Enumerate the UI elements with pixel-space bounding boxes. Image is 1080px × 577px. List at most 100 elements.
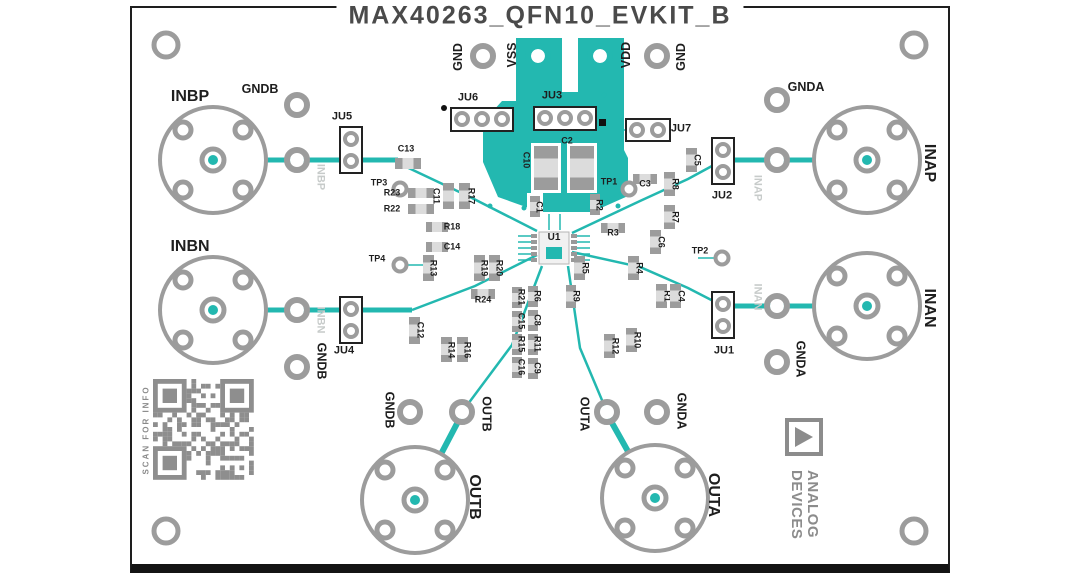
testpoint-label-tp2: TP2 (691, 245, 709, 256)
component-c9-body (528, 358, 538, 379)
pad-label-gnd-right: GND (673, 43, 688, 71)
component-c2-body (570, 146, 594, 190)
board-pads (284, 43, 790, 425)
refdes-c2: C2 (561, 135, 573, 146)
connector-label-inbn: INBN (170, 238, 210, 255)
pad-label-outb: OUTB (479, 396, 494, 432)
refdes-r22: R22 (383, 203, 401, 214)
refdes-r14: R14 (446, 341, 457, 359)
trace-label-inan: INAN (751, 283, 764, 311)
refdes-c8: C8 (532, 314, 543, 326)
jumper-label-ju7: JU7 (670, 122, 692, 135)
component-r6-body (528, 286, 538, 307)
refdes-r3: R3 (607, 227, 619, 238)
refdes-r8: R8 (670, 178, 681, 190)
pad-label-vss: VSS (504, 42, 519, 68)
jumper-pads (343, 110, 731, 339)
refdes-r12: R12 (610, 337, 621, 355)
component-r15-body (512, 334, 522, 355)
trace-label-inap: INAP (751, 174, 764, 202)
jumper-label-ju4: JU4 (333, 344, 355, 357)
connector-outa (600, 443, 710, 553)
component-c11-body (443, 183, 454, 209)
refdes-c13: C13 (397, 143, 415, 154)
refdes-r9: R9 (571, 290, 582, 302)
component-c10-body (534, 146, 558, 190)
qr-code (153, 379, 254, 480)
refdes-c6: C6 (656, 236, 667, 248)
component-r10-body (626, 328, 637, 352)
component-r20-body (489, 255, 500, 281)
pad-label-gndb-top: GNDB (241, 81, 279, 96)
refdes-c4: C4 (676, 290, 687, 302)
connector-inbn (158, 255, 268, 365)
connector-inap (812, 105, 922, 215)
component-r4-body (628, 256, 639, 280)
component-r12-body (604, 334, 615, 358)
refdes-r21: R21 (516, 288, 527, 306)
testpoint-label-tp4: TP4 (368, 253, 386, 264)
connector-label-inan: INAN (921, 288, 938, 328)
component-r21-body (512, 287, 522, 308)
pin1-markers (441, 105, 606, 126)
component-c1-body (530, 196, 540, 217)
connector-label-outb: OUTB (466, 474, 483, 520)
connector-outb (360, 445, 470, 555)
vias (487, 92, 621, 211)
component-r2-body (590, 194, 600, 215)
testpoint-label-tp3: TP3 (370, 177, 388, 188)
mounting-holes (151, 30, 929, 546)
pad-label-gnd-left: GND (450, 43, 465, 71)
component-r23-body (408, 188, 434, 198)
connector-inan (812, 251, 922, 361)
refdes-c14: C14 (443, 241, 461, 252)
refdes-c10: C10 (521, 151, 532, 169)
board-title: MAX40263_QFN10_EVKIT_B (336, 1, 744, 31)
component-r18-body (426, 222, 448, 232)
component-r1-body (656, 284, 667, 308)
connector-label-inap: INAP (921, 143, 938, 183)
analog-devices-logo-text: ANALOG DEVICES (788, 470, 821, 540)
refdes-c1: C1 (534, 201, 545, 213)
component-c5-body (686, 148, 697, 172)
component-c13-body (395, 158, 421, 169)
refdes-r24: R24 (474, 294, 492, 305)
refdes-c15: C15 (516, 312, 527, 330)
logo-line-analog: ANALOG (804, 470, 821, 538)
testpoint-label-tp1: TP1 (600, 176, 618, 187)
component-r22-body (408, 204, 434, 214)
logo-line-devices: DEVICES (788, 470, 805, 540)
refdes-c16: C16 (516, 358, 527, 376)
refdes-r11: R11 (532, 335, 543, 353)
pad-label-gnda-bottom: GNDA (793, 340, 808, 378)
component-r11-body (528, 334, 538, 355)
refdes-c5: C5 (692, 154, 703, 166)
component-r5-body (574, 256, 585, 280)
jumper-label-ju5: JU5 (331, 110, 353, 123)
refdes-c11: C11 (431, 187, 442, 205)
refdes-r20: R20 (494, 259, 505, 277)
jumper-label-ju1: JU1 (713, 344, 735, 357)
trace-label-inbp: INBP (314, 163, 327, 191)
refdes-r7: R7 (670, 211, 681, 223)
refdes-r15: R15 (516, 335, 527, 353)
refdes-c9: C9 (532, 362, 543, 374)
component-r16-body (457, 337, 468, 362)
connector-label-outa: OUTA (705, 472, 722, 518)
pad-label-gnda-out: GNDA (674, 392, 689, 430)
refdes-c3: C3 (639, 178, 651, 189)
qr-caption: SCAN FOR INFO (141, 385, 151, 475)
refdes-r19: R19 (479, 259, 490, 277)
refdes-r17: R17 (466, 187, 477, 205)
component-r7-body (664, 205, 675, 229)
trace-label-inbn: INBN (314, 306, 327, 334)
component-c14-body (426, 242, 448, 252)
jumper-label-ju2: JU2 (711, 189, 733, 202)
component-c12-body (409, 317, 420, 344)
pad-label-vdd: VDD (618, 41, 633, 69)
refdes-r23: R23 (383, 187, 401, 198)
component-r13-body (423, 255, 434, 281)
refdes-u1: U1 (547, 232, 561, 243)
